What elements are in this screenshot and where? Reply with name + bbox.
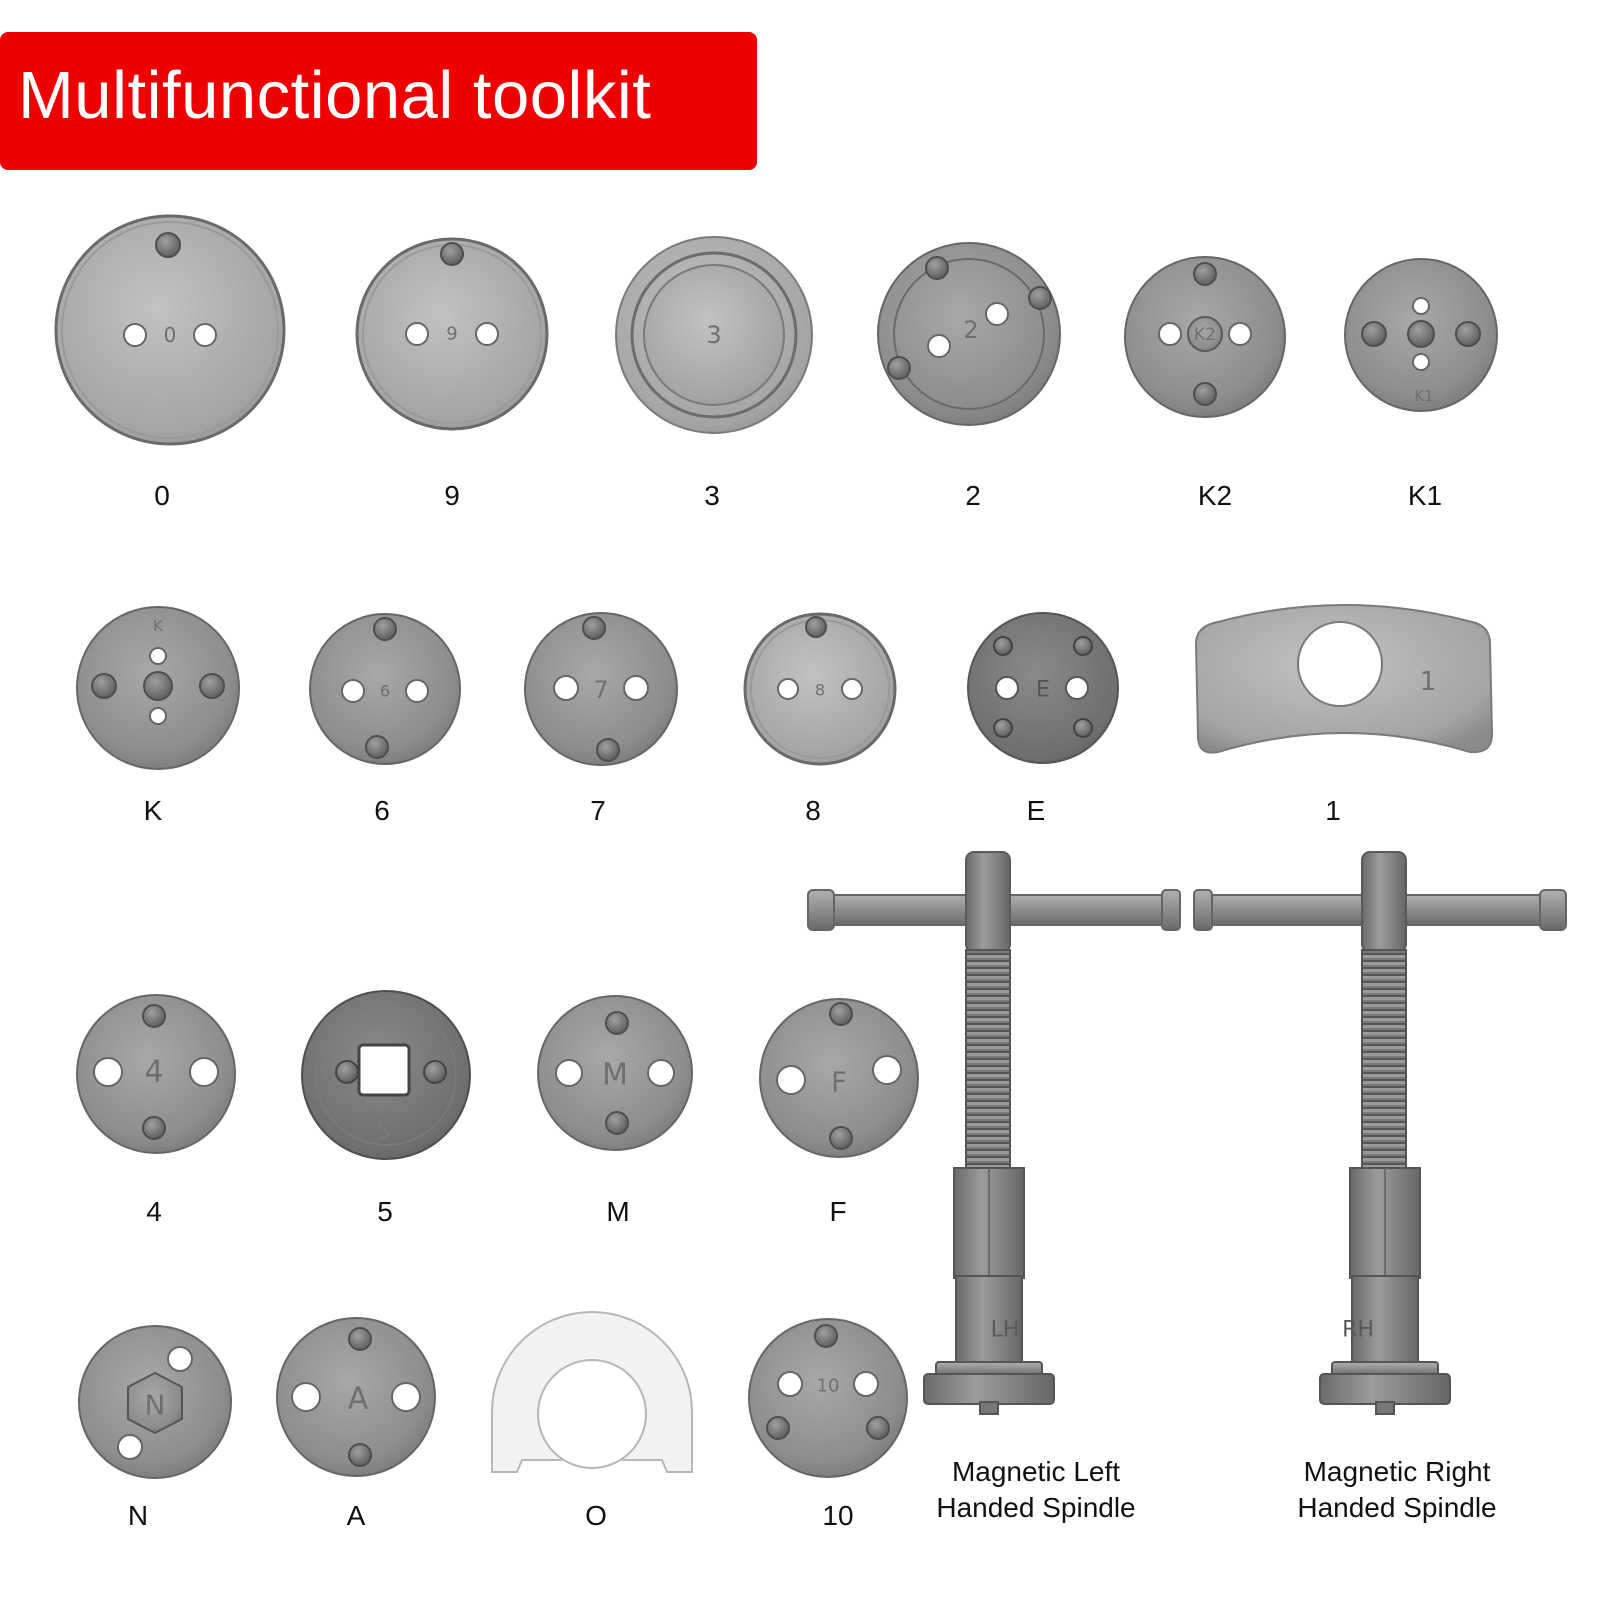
left-handed-spindle: LH <box>800 850 1190 1445</box>
disc-3-stamp: 3 <box>706 321 721 349</box>
adapter-disc-k2: K2 <box>1124 256 1286 418</box>
label-1: 1 <box>1325 795 1341 826</box>
adapter-disc-f: F <box>759 998 919 1158</box>
disc-k2-stamp: K2 <box>1194 325 1216 345</box>
adapter-disc-2: 2 <box>877 242 1062 427</box>
disc-n-stamp: N <box>145 1389 166 1422</box>
label-3: 3 <box>704 480 720 511</box>
label-k: K <box>143 795 163 826</box>
adapter-disc-3: 3 <box>614 235 814 435</box>
disc-2-stamp: 2 <box>963 316 978 344</box>
adapter-disc-6: 6 <box>309 613 461 765</box>
label-6: 6 <box>374 795 390 826</box>
disc-a-stamp: A <box>348 1382 369 1417</box>
disc-0-stamp: 0 <box>164 323 177 347</box>
spindle-right-line2: Handed Spindle <box>1297 1492 1497 1523</box>
label-a: A <box>346 1500 366 1531</box>
disc-k1-stamp: K1 <box>1414 387 1433 405</box>
banner-title: Multifunctional toolkit <box>18 58 652 133</box>
spindle-left-caption: Magnetic Left Handed Spindle <box>896 1454 1176 1526</box>
label-f: F <box>829 1196 847 1227</box>
disc-7-stamp: 7 <box>593 676 608 704</box>
adapter-disc-5: 5 <box>301 990 471 1160</box>
disc-9-stamp: 9 <box>446 324 457 345</box>
adapter-disc-k: K <box>76 606 241 771</box>
adapter-disc-0: 0 <box>54 214 286 446</box>
adapter-disc-a: A <box>276 1317 436 1477</box>
disc-6-stamp: 6 <box>380 682 390 701</box>
spindle-right-stamp: RH <box>1342 1318 1374 1343</box>
label-k1: K1 <box>1407 480 1443 511</box>
adapter-disc-10: 10 <box>748 1318 908 1478</box>
title-banner: Multifunctional toolkit <box>0 32 757 170</box>
disc-m-stamp: M <box>602 1058 628 1093</box>
label-0: 0 <box>154 480 170 511</box>
disc-8-stamp: 8 <box>815 681 825 700</box>
label-m: M <box>606 1196 630 1227</box>
label-5: 5 <box>377 1196 393 1227</box>
label-k2: K2 <box>1197 480 1233 511</box>
disc-f-stamp: F <box>831 1066 847 1099</box>
label-n: N <box>127 1500 149 1531</box>
adapter-disc-8: 8 <box>743 612 897 766</box>
disc-4-stamp: 4 <box>144 1055 163 1090</box>
adapter-disc-n: N <box>78 1325 233 1480</box>
spindle-left-stamp: LH <box>991 1318 1020 1343</box>
disc-10-stamp: 10 <box>817 1376 840 1397</box>
right-handed-spindle: RH <box>1190 850 1575 1445</box>
adapter-disc-7: 7 <box>524 612 678 766</box>
adapter-shim-o <box>482 1311 702 1482</box>
adapter-disc-m: M <box>537 995 694 1152</box>
label-10: 10 <box>822 1500 854 1531</box>
spindle-right-line1: Magnetic Right <box>1303 1456 1491 1487</box>
disc-e-stamp: E <box>1036 678 1050 703</box>
adapter-disc-e: E <box>967 612 1119 764</box>
label-2: 2 <box>965 480 981 511</box>
label-9: 9 <box>444 480 460 511</box>
label-o: O <box>585 1500 607 1531</box>
label-8: 8 <box>805 795 821 826</box>
plate-1-stamp: 1 <box>1420 667 1437 697</box>
adapter-disc-9: 9 <box>355 237 550 432</box>
spindle-right-caption: Magnetic Right Handed Spindle <box>1257 1454 1537 1526</box>
adapter-disc-k1: K1 <box>1344 258 1499 413</box>
disc-5-stamp: 5 <box>376 1117 391 1145</box>
disc-k-stamp: K <box>153 617 164 635</box>
adapter-disc-4: 4 <box>76 994 236 1154</box>
label-7: 7 <box>590 795 606 826</box>
spindle-left-line1: Magnetic Left <box>951 1456 1121 1487</box>
spindle-left-line2: Handed Spindle <box>936 1492 1136 1523</box>
label-4: 4 <box>146 1196 162 1227</box>
adapter-plate-1: 1 <box>1190 604 1500 770</box>
label-e: E <box>1026 795 1046 826</box>
